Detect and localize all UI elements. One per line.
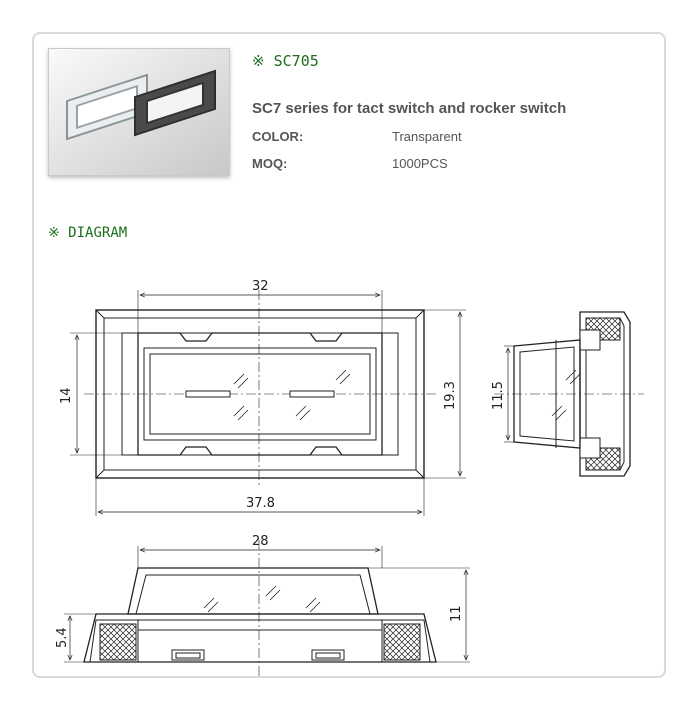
dim-bottom-left-height: 5.4 [55, 627, 70, 648]
dim-bottom-right-height: 11 [449, 605, 464, 622]
code-mark: ※ [252, 52, 265, 70]
spec-label-moq: MOQ: [252, 156, 288, 171]
dim-side-height: 11.5 [491, 381, 506, 410]
diagram-title-text: DIAGRAM [68, 225, 128, 241]
spec-label-color: COLOR: [252, 129, 304, 144]
side-view [494, 311, 644, 477]
spec-value-moq: 1000PCS [392, 156, 448, 171]
dim-front-height-left: 14 [59, 387, 74, 404]
front-view [70, 290, 466, 516]
code-text: SC705 [273, 52, 319, 70]
spec-value-color: Transparent [392, 129, 462, 144]
dim-front-width-top: 32 [252, 279, 269, 294]
bottom-view [64, 540, 470, 676]
product-title: SC7 series for tact switch and rocker sw… [252, 100, 567, 117]
dim-front-height-right: 19.3 [443, 381, 458, 410]
product-photo-image [49, 49, 229, 175]
dim-bottom-top-width: 28 [252, 534, 269, 549]
dim-front-width-bottom: 37.8 [246, 496, 275, 511]
diagram-mark: ※ [48, 225, 60, 241]
diagram-title: ※ DIAGRAM [48, 225, 127, 241]
product-code: ※ SC705 [252, 52, 319, 70]
product-photo [48, 48, 230, 176]
